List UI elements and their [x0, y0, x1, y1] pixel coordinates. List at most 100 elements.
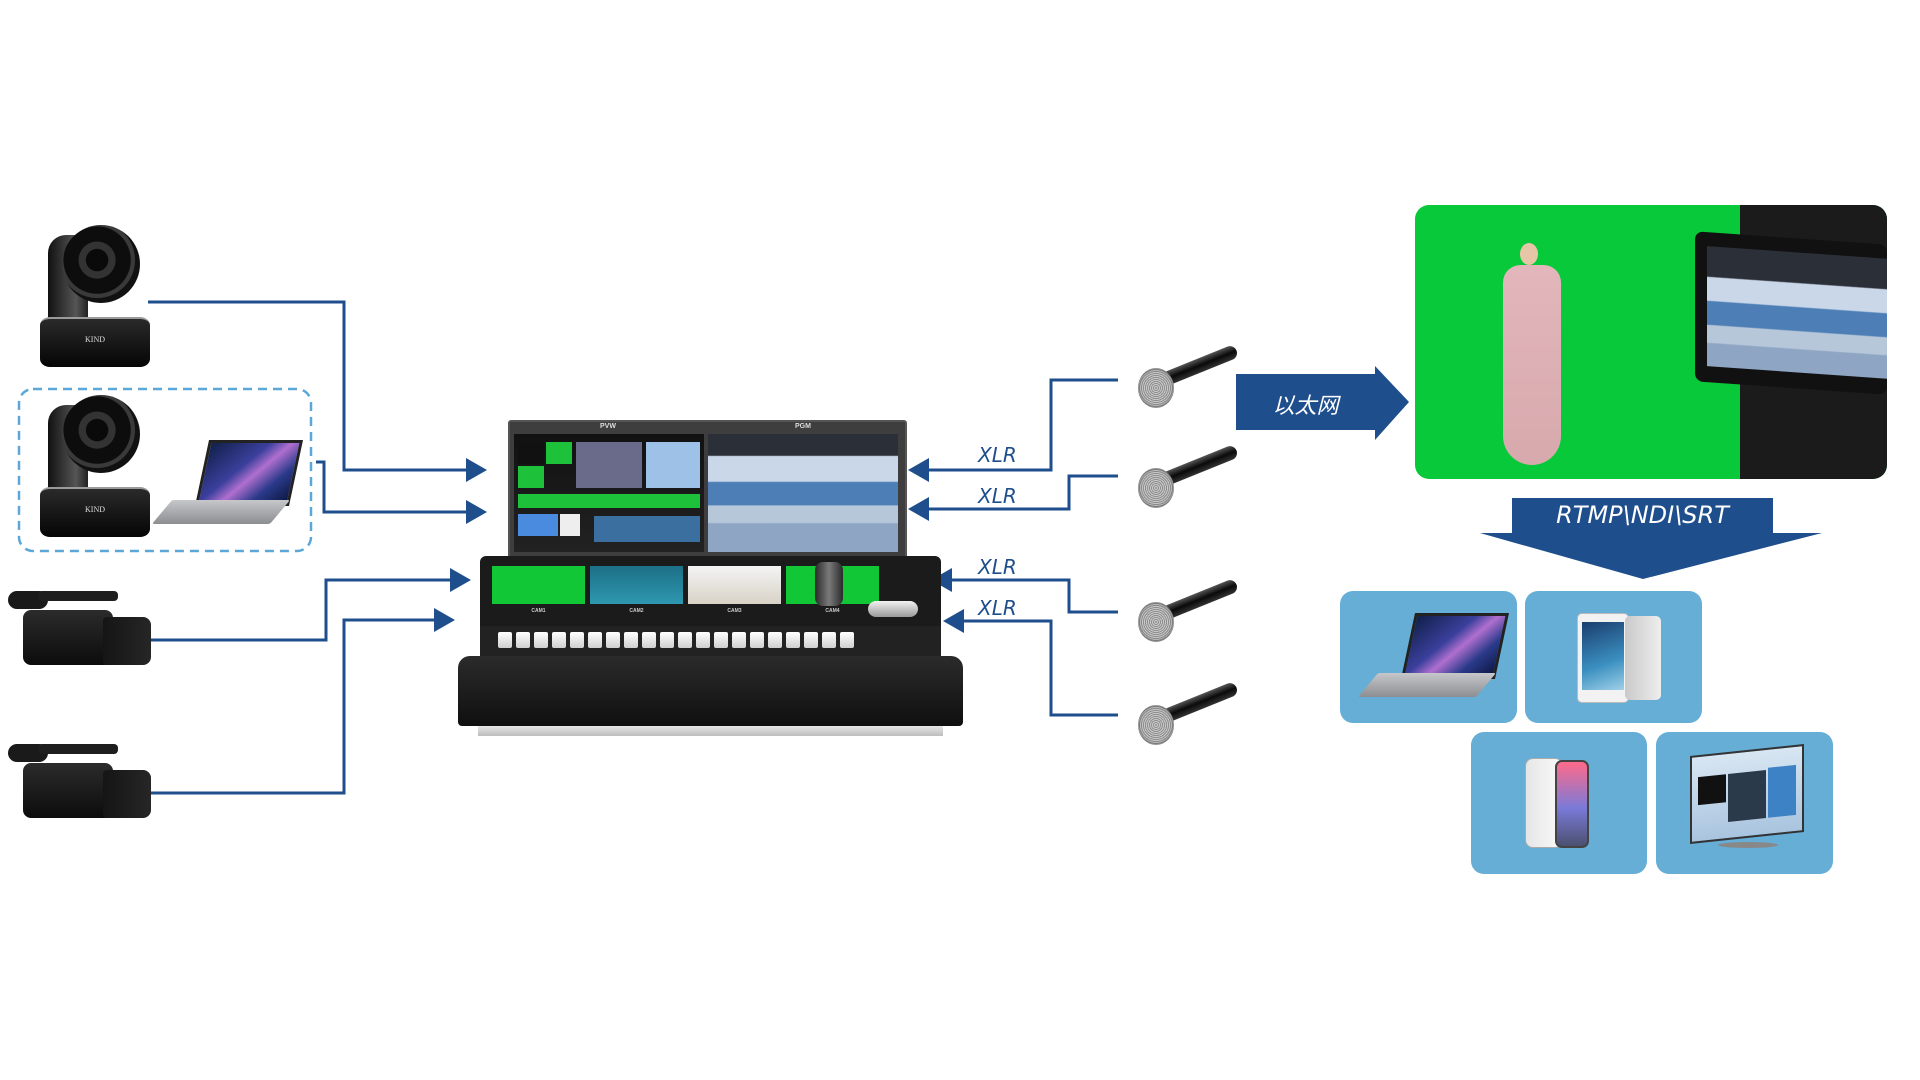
- camera-brand-label: KIND: [85, 505, 105, 514]
- pvw-thumb: [518, 466, 544, 488]
- cam1-label: CAM1: [531, 608, 546, 614]
- switcher-key: [768, 632, 782, 648]
- camera-lens-icon: [62, 395, 140, 473]
- switcher-monitor-panel: PVW PGM: [508, 420, 907, 562]
- switcher-key: [660, 632, 674, 648]
- tv-stand: [1718, 842, 1778, 848]
- microphone-3-icon: [1138, 578, 1240, 646]
- switcher-key: [570, 632, 584, 648]
- switcher-key: [786, 632, 800, 648]
- camera-base: [40, 487, 150, 537]
- cam2-label: CAM2: [629, 608, 644, 614]
- camcorder-body: [23, 763, 113, 818]
- switcher-keypad: [480, 626, 941, 658]
- xlr-label-3: XLR: [978, 555, 1017, 579]
- cam4-label: CAM4: [825, 608, 840, 614]
- pvw-thumb: [546, 442, 572, 464]
- wire-mic-4: [943, 609, 1118, 717]
- switcher-key: [534, 632, 548, 648]
- camera-lens-icon: [62, 225, 140, 303]
- pvw-program-view: [646, 442, 700, 488]
- presenter-figure: [1503, 265, 1561, 465]
- wire-camcorder-2: [148, 608, 455, 795]
- pvw-source-strip: [518, 494, 700, 508]
- switcher-key: [588, 632, 602, 648]
- laptop-screen: [194, 440, 304, 506]
- switcher-chassis: [458, 656, 963, 726]
- switcher-key: [642, 632, 656, 648]
- microphone-1-icon: [1138, 344, 1240, 412]
- switcher-key: [516, 632, 530, 648]
- pvw-media-thumb: [560, 514, 580, 536]
- ptz-camera-2: KIND: [40, 395, 150, 537]
- pvw-media-thumb: [518, 514, 558, 536]
- tv-tile: [1698, 774, 1726, 806]
- program-monitor: [708, 434, 898, 552]
- camera-base: [40, 317, 150, 367]
- cam3-screen: [688, 566, 781, 604]
- switcher-key: [678, 632, 692, 648]
- camcorder-2-icon: [8, 738, 151, 833]
- xlr-label-4: XLR: [978, 596, 1017, 620]
- laptop-screen: [1400, 613, 1510, 679]
- studio-monitor: [1695, 231, 1887, 395]
- tablet-screen: [1582, 622, 1624, 690]
- tablet-icon: [1577, 613, 1629, 703]
- mic-grille: [1138, 705, 1174, 745]
- stream-protocol-label: RTMP\NDI\SRT: [1556, 501, 1729, 529]
- t-bar-fader: [868, 601, 918, 617]
- tv-tile: [1768, 764, 1796, 818]
- virtual-set-screen: [1707, 246, 1887, 379]
- deck-screens: CAM1 CAM2 CAM3 CAM4: [480, 556, 941, 626]
- preview-monitor: [514, 434, 704, 552]
- green-screen-studio-image: [1415, 205, 1887, 479]
- mic-handle: [1163, 681, 1240, 723]
- mic-handle: [1163, 578, 1240, 620]
- mic-handle: [1163, 444, 1240, 486]
- switcher-key: [606, 632, 620, 648]
- camcorder-body: [23, 610, 113, 665]
- mic-handle: [1163, 344, 1240, 386]
- camcorder-handle: [38, 591, 118, 601]
- microphone-4-icon: [1138, 681, 1240, 749]
- switcher-key: [822, 632, 836, 648]
- laptop-keyboard: [1357, 673, 1497, 697]
- mic-grille: [1138, 468, 1174, 508]
- output-tile-smartphone: [1471, 732, 1647, 874]
- camcorder-1-icon: [8, 585, 151, 680]
- switcher-key: [696, 632, 710, 648]
- pvw-thumb: [518, 442, 544, 464]
- output-tile-smart-tv: [1656, 732, 1833, 874]
- laptop-keyboard: [151, 500, 291, 524]
- switcher-key: [750, 632, 764, 648]
- wire-camcorder-1: [148, 568, 471, 642]
- switcher-key: [714, 632, 728, 648]
- switcher-key: [732, 632, 746, 648]
- microphone-2-icon: [1138, 444, 1240, 512]
- cam1-screen: [492, 566, 585, 604]
- xlr-label-1: XLR: [978, 443, 1017, 467]
- pvw-main-view: [576, 442, 642, 488]
- pvw-label: PVW: [600, 423, 616, 430]
- mic-grille: [1138, 602, 1174, 642]
- pgm-label: PGM: [795, 423, 811, 430]
- ptz-camera-1: KIND: [40, 225, 150, 367]
- switcher-key: [624, 632, 638, 648]
- tv-tile: [1728, 770, 1766, 822]
- phone-front-icon: [1555, 760, 1589, 848]
- xlr-label-2: XLR: [978, 484, 1017, 508]
- cam3-label: CAM3: [727, 608, 742, 614]
- ethernet-label: 以太网: [1272, 394, 1339, 419]
- laptop-icon: [1357, 613, 1510, 703]
- output-tile-tablet: [1525, 591, 1702, 723]
- switcher-key: [840, 632, 854, 648]
- mic-grille: [1138, 368, 1174, 408]
- video-switcher: PVW PGM CAM1 CAM2 CAM3 CAM4: [458, 420, 963, 742]
- output-tile-laptop: [1340, 591, 1517, 723]
- switcher-key: [804, 632, 818, 648]
- switcher-base: [478, 726, 943, 736]
- laptop-input-icon: [151, 440, 304, 530]
- tablet-back: [1625, 616, 1661, 700]
- presenter-head: [1520, 243, 1538, 265]
- smart-tv-icon: [1690, 744, 1804, 844]
